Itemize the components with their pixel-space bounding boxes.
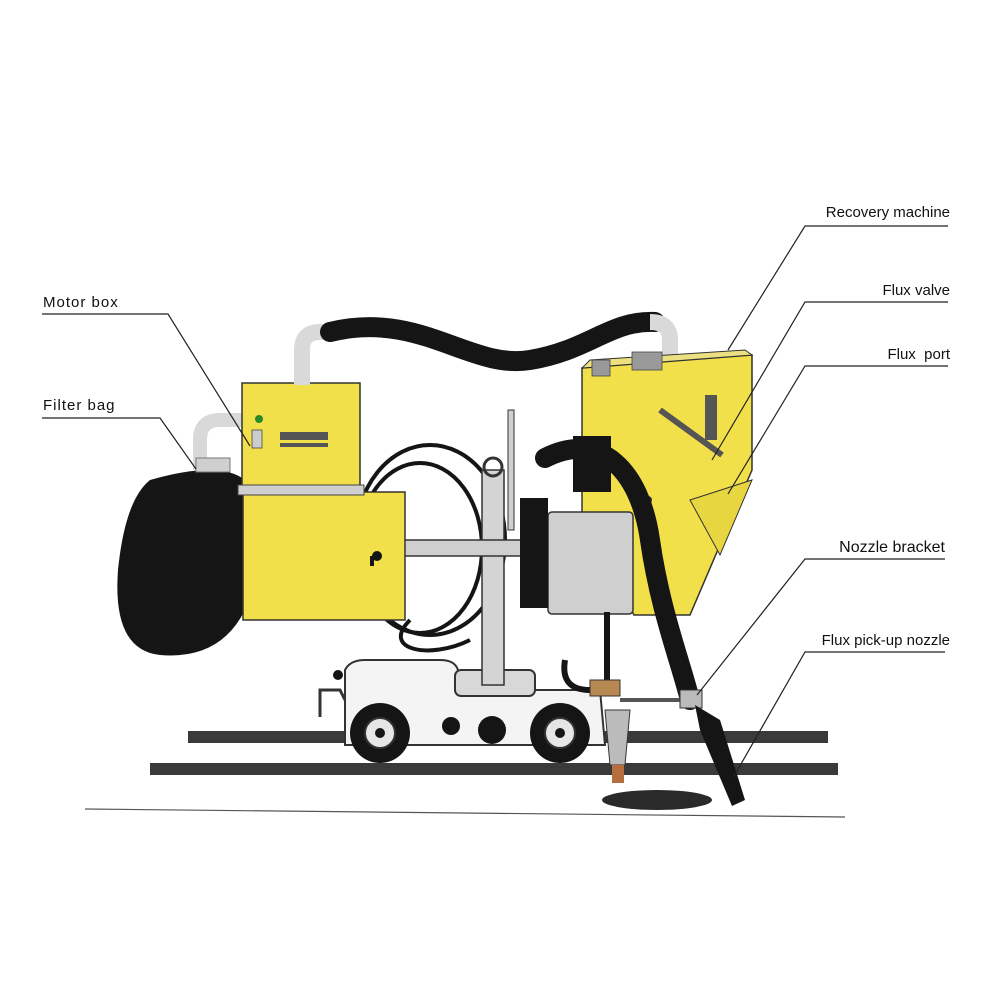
feeder-motor — [520, 498, 548, 608]
rail-front — [150, 763, 838, 775]
horizontal-arm — [399, 539, 531, 557]
pickup-nozzle-shape — [679, 689, 745, 806]
weld-spot — [602, 790, 712, 810]
filter-bag-shape — [117, 470, 245, 656]
pickup-hose — [535, 439, 700, 710]
leader-lines — [42, 225, 948, 779]
label-recovery-machine: Recovery machine — [825, 204, 950, 221]
motor-box-shape — [237, 382, 365, 496]
label-motor-box: Motor box — [43, 294, 119, 311]
hose-connector-pipe — [649, 314, 678, 355]
label-flux-valve: Flux valve — [882, 282, 950, 299]
control-box — [242, 491, 406, 621]
suction-hose — [320, 311, 665, 372]
exhaust-pipe — [294, 324, 345, 385]
label-nozzle-bracket: Nozzle bracket — [839, 539, 945, 556]
welding-tractor — [318, 659, 607, 763]
label-flux-pickup-nozzle: Flux pick-up nozzle — [821, 632, 950, 649]
ground-line — [84, 808, 846, 818]
filter-pipe — [193, 413, 245, 470]
welding-head-box — [547, 511, 634, 615]
vertical-mast — [481, 409, 515, 686]
label-filter-bag: Filter bag — [43, 397, 116, 414]
welding-torch — [561, 612, 690, 783]
label-flux-port: Flux port — [887, 346, 950, 363]
